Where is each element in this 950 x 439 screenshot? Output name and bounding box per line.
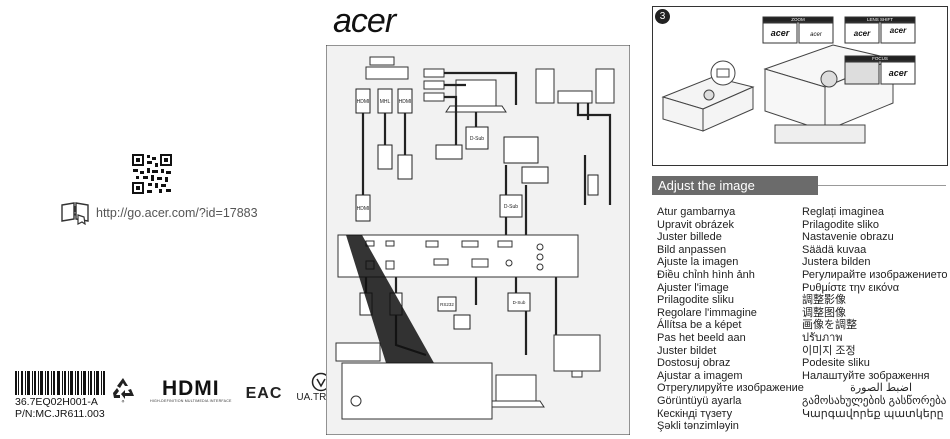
translation-item: ปรับภาพ bbox=[802, 331, 843, 344]
translation-item: Отрегулируйте изображение bbox=[657, 382, 804, 395]
svg-text:♻: ♻ bbox=[121, 400, 125, 404]
translation-item: Upravit obrázek bbox=[657, 218, 735, 231]
step-badge: 3 bbox=[655, 9, 670, 24]
remote-bubble-icon bbox=[710, 60, 736, 86]
translation-item: اضبط الصورة bbox=[850, 382, 912, 395]
certification-marks: ♻ HDMI HIGH-DEFINITION MULTIMEDIA INTERF… bbox=[110, 372, 346, 403]
component-cable-icon bbox=[423, 68, 445, 102]
translation-item: Ajustar a imagem bbox=[657, 369, 743, 382]
translation-item: Ajuste la imagen bbox=[657, 256, 739, 269]
section-heading: Adjust the image bbox=[652, 176, 818, 195]
focus-acer: acer bbox=[889, 68, 908, 78]
projector-left-icon bbox=[661, 76, 755, 132]
qr-code-icon bbox=[131, 153, 173, 195]
translation-item: Dostosuj obraz bbox=[657, 357, 731, 370]
translation-item: Кескінді түзету bbox=[657, 407, 733, 420]
lens-shift-label: LENS SHIFT bbox=[867, 17, 893, 22]
part-codes: 36.7EQ02H001-A P/N:MC.JR611.003 bbox=[15, 396, 105, 420]
translation-item: Pas het beeld aan bbox=[657, 331, 746, 344]
laptop-bottom-icon bbox=[487, 374, 545, 408]
hdmi-label-3: HDMI bbox=[357, 206, 370, 212]
translation-item: Justera bilden bbox=[802, 256, 871, 269]
translation-item: Կարգավորեք պատկերը bbox=[802, 407, 944, 420]
translation-item: Állítsa be a képet bbox=[657, 319, 742, 332]
translation-item: გამოსახულების გასწორება bbox=[802, 394, 947, 407]
screen-icon bbox=[774, 124, 866, 144]
translation-item: Ρυθμίστε την εικόνα bbox=[802, 281, 900, 294]
barcode bbox=[15, 371, 105, 395]
translation-item: Görüntüyü ayarla bbox=[657, 394, 742, 407]
manual-link-row: http://go.acer.com/?id=17883 bbox=[60, 201, 258, 225]
heading-rule bbox=[818, 185, 946, 186]
zoom-acer-2: acer bbox=[810, 32, 823, 38]
connection-diagram: HDMI MHL HDMI HDMI D-Sub D-Sub RS232 D-S bbox=[326, 45, 630, 435]
model-number: P/N:MC.JR611.003 bbox=[15, 408, 105, 420]
hdmi-cable-icons bbox=[355, 88, 413, 114]
translation-item: Reglați imaginea bbox=[802, 206, 884, 218]
translation-item: Nastavenie obrazu bbox=[802, 231, 894, 244]
shift-acer-2: acer bbox=[890, 26, 907, 35]
dsub-label-3: D-Sub bbox=[513, 300, 526, 305]
monitor-icon bbox=[553, 334, 601, 378]
translation-item: Ajuster l'image bbox=[657, 281, 729, 294]
mhl-label: MHL bbox=[380, 99, 391, 105]
dvd-player-icon bbox=[365, 56, 409, 80]
translation-item: Säädä kuvaa bbox=[802, 243, 867, 256]
translation-item: Регулирайте изображението bbox=[802, 268, 948, 281]
connectors bbox=[355, 126, 599, 222]
translation-item: 이미지 조정 bbox=[802, 344, 856, 357]
speakers-icon bbox=[535, 68, 615, 104]
translation-item: Налаштуйте зображення bbox=[802, 369, 930, 382]
translation-item: 调整图像 bbox=[802, 306, 846, 319]
projector-wedge bbox=[346, 235, 434, 363]
translation-item: Prilagodite sliku bbox=[657, 294, 735, 307]
network-switch-icon bbox=[335, 342, 381, 362]
translation-item: Şəkli tənzimləyin bbox=[657, 420, 739, 433]
zoom-acer-1: acer bbox=[771, 28, 790, 38]
translation-item: Prilagodite sliko bbox=[802, 218, 880, 231]
translation-item: 画像を調整 bbox=[802, 319, 857, 332]
projector-adjust-illustration: ZOOM LENS SHIFT FOCUS acer acer acer ace… bbox=[661, 16, 916, 144]
translations-column-1: Atur gambarnya Upravit obrázek Juster bi… bbox=[657, 206, 804, 433]
translation-item: Juster billede bbox=[657, 231, 722, 244]
recycle-icon: ♻ bbox=[113, 378, 134, 404]
projector-front-icon bbox=[341, 362, 493, 420]
acer-logo: acer bbox=[333, 2, 396, 40]
translation-item: 調整影像 bbox=[802, 294, 846, 307]
zoom-thumbnails bbox=[762, 16, 916, 85]
dsub-label-1: D-Sub bbox=[470, 136, 484, 142]
translations-column-2: Reglați imaginea Prilagodite sliko Nasta… bbox=[802, 206, 947, 420]
adjust-illustration-panel: ZOOM LENS SHIFT FOCUS acer acer acer ace… bbox=[652, 6, 948, 166]
translation-item: Atur gambarnya bbox=[657, 206, 736, 218]
part-number: 36.7EQ02H001-A bbox=[15, 396, 98, 408]
translation-item: Juster bildet bbox=[657, 344, 717, 357]
eac-mark: EAC bbox=[245, 385, 283, 402]
translation-item: Podesite sliku bbox=[802, 357, 870, 370]
dsub-label-2: D-Sub bbox=[504, 204, 518, 210]
translation-item: Bild anpassen bbox=[657, 243, 727, 256]
focus-label: FOCUS bbox=[872, 56, 888, 61]
manual-url[interactable]: http://go.acer.com/?id=17883 bbox=[96, 206, 258, 220]
zoom-label: ZOOM bbox=[791, 17, 805, 22]
translation-item: Regolare l'immagine bbox=[657, 306, 757, 319]
rs232-label: RS232 bbox=[440, 302, 454, 307]
shift-acer-1: acer bbox=[854, 29, 871, 38]
hdmi-logo: HDMI HIGH-DEFINITION MULTIMEDIA INTERFAC… bbox=[150, 377, 232, 403]
hdmi-label-1: HDMI bbox=[357, 99, 370, 105]
hdmi-label-2: HDMI bbox=[399, 99, 412, 105]
translation-item: Điều chỉnh hình ảnh bbox=[657, 268, 755, 281]
manual-book-icon bbox=[61, 202, 89, 225]
